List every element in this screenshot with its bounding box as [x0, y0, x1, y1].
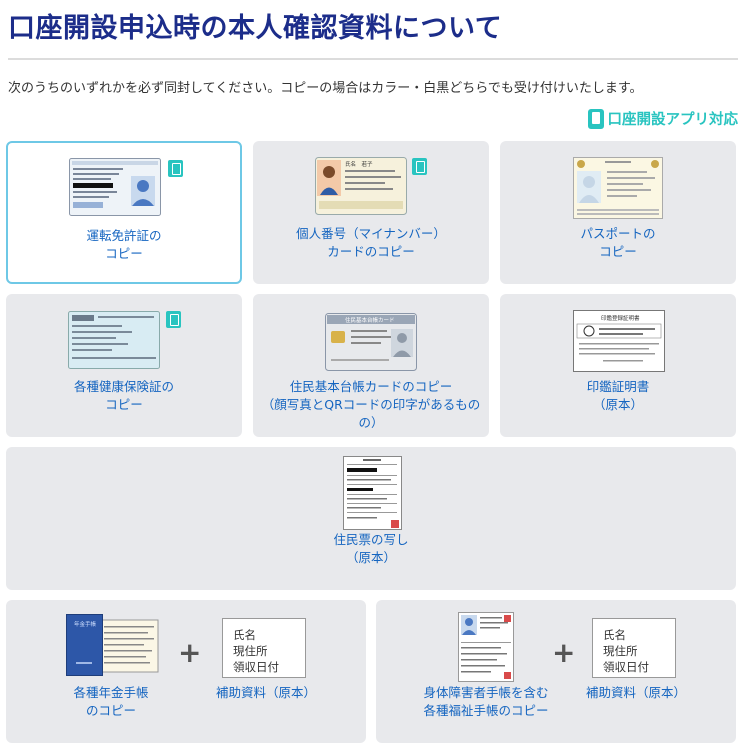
- intro-text: 次のうちのいずれかを必ず同封してください。コピーの場合はカラー・白黒どちらでも受…: [8, 81, 643, 96]
- app-support-icon: [168, 160, 183, 177]
- disability-doc-label: 身体障害者手帳を含む各種福祉手帳のコピー: [423, 685, 549, 718]
- card-resident-record[interactable]: 住民票の写し（原本）: [6, 447, 736, 590]
- pension-aux-label: 補助資料（原本）: [215, 685, 316, 700]
- app-support-icon: [412, 158, 427, 175]
- pension-doc-label: 各種年金手帳のコピー: [73, 685, 149, 718]
- card-mynumber-label: 個人番号（マイナンバー）カードのコピー: [296, 226, 446, 259]
- mynumber-name-text: 氏名 若子: [345, 160, 373, 168]
- aux-doc-memo: 氏名現住所領収日付: [592, 618, 676, 678]
- card-seal-certificate-label: 印鑑証明書（原本）: [586, 379, 650, 412]
- card-health-insurance-label: 各種健康保険証のコピー: [73, 379, 174, 412]
- card-seal-certificate[interactable]: 印鑑登録証明書 印鑑証明書（原本）: [500, 294, 736, 437]
- juki-card-title-text: 住民基本台帳カード: [345, 316, 395, 324]
- card-drivers-license[interactable]: 運転免許証のコピー: [6, 141, 242, 284]
- mynumber-card-image: 氏名 若子: [315, 157, 407, 215]
- drivers-license-image: [69, 158, 161, 216]
- pension-book-image: 年金手帳: [66, 614, 159, 676]
- smartphone-icon: [587, 108, 604, 129]
- disability-book-image: [458, 612, 514, 682]
- app-support-icon: [166, 311, 181, 328]
- card-disability-combo[interactable]: + 氏名現住所領収日付 身体障害者手帳を含む各種福祉手帳のコピー 補助資料（原本…: [376, 600, 736, 743]
- card-mynumber[interactable]: 氏名 若子 個人番号（マイナンバー）カードのコピー: [253, 141, 489, 284]
- pension-book-title-text: 年金手帳: [74, 620, 97, 628]
- card-resident-record-label: 住民票の写し（原本）: [333, 532, 409, 565]
- resident-record-image: [343, 456, 402, 530]
- app-support-label: 口座開設アプリ対応: [607, 112, 739, 128]
- title-divider: [8, 58, 738, 60]
- seal-certificate-title-text: 印鑑登録証明書: [601, 314, 640, 322]
- juki-card-image: 住民基本台帳カード: [325, 313, 417, 371]
- card-passport-label: パスポートのコピー: [580, 226, 656, 259]
- card-health-insurance[interactable]: 各種健康保険証のコピー: [6, 294, 242, 437]
- passport-image: [573, 157, 663, 219]
- card-passport[interactable]: パスポートのコピー: [500, 141, 736, 284]
- seal-certificate-image: 印鑑登録証明書: [573, 310, 665, 372]
- card-drivers-license-label: 運転免許証のコピー: [86, 228, 162, 261]
- page-title: 口座開設申込時の本人確認資料について: [8, 13, 503, 44]
- plus-icon: +: [552, 636, 576, 669]
- aux-doc-memo: 氏名現住所領収日付: [222, 618, 306, 678]
- plus-icon: +: [178, 636, 202, 669]
- card-pension-combo[interactable]: 年金手帳 + 氏名現住所領収日付 各種年金手帳のコピー 補助資料（原本）: [6, 600, 366, 743]
- card-juki-card-label: 住民基本台帳カードのコピー（顔写真とQRコードの印字があるものの）: [261, 379, 481, 430]
- health-insurance-card-image: [68, 311, 160, 369]
- card-juki-card[interactable]: 住民基本台帳カード 住民基本台帳カードのコピー（顔写真とQRコードの印字があるも…: [253, 294, 489, 437]
- disability-aux-label: 補助資料（原本）: [585, 685, 686, 700]
- app-support-badge: 口座開設アプリ対応: [587, 108, 739, 129]
